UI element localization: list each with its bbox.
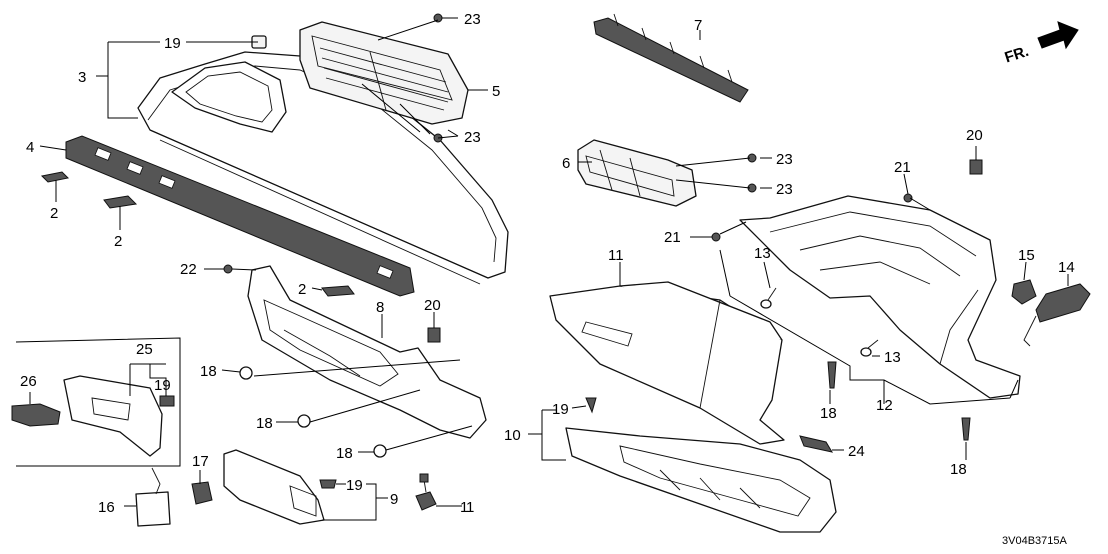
callout-23: 23: [776, 151, 793, 168]
lower-dash-panel: [247, 265, 487, 439]
switch-part: [799, 435, 834, 453]
center-air-vent: [299, 21, 469, 125]
callout-15: 15: [1018, 247, 1035, 264]
leader-lines: [29, 17, 1069, 521]
callout-19: 19: [346, 477, 363, 494]
callout-10: 10: [504, 427, 521, 444]
clip-20-parts: [427, 159, 983, 343]
callout-5: 5: [492, 83, 500, 100]
knee-panel: [223, 449, 325, 525]
callout-25: 25: [136, 341, 153, 358]
callout-21: 21: [664, 229, 681, 246]
front-direction-label: FR.: [1003, 43, 1031, 67]
callout-19: 19: [154, 377, 171, 394]
callout-19: 1: [460, 499, 468, 516]
fasteners: [223, 13, 971, 489]
damper-part: [1023, 283, 1091, 347]
callout-22: 22: [180, 261, 197, 278]
connector-part: [415, 473, 437, 511]
switch-17-part: [191, 481, 213, 505]
callout-13: 13: [754, 245, 771, 262]
callout-11: 11: [608, 247, 624, 264]
callout-23: 23: [776, 181, 793, 198]
callout-9: 9: [390, 491, 398, 508]
callout-2: 2: [114, 233, 122, 250]
callout-18: 18: [256, 415, 273, 432]
callout-3: 3: [78, 69, 86, 86]
defroster-grille: [593, 13, 749, 103]
callout-18: 18: [950, 461, 967, 478]
callout-4: 4: [26, 139, 34, 156]
callout-numbers: 1 2 2 2 3 4 5 6 7 8 9 10 11 12 13 13 14 …: [20, 11, 1075, 516]
callout-18: 18: [200, 363, 217, 380]
callout-18: 18: [336, 445, 353, 462]
glove-box-lower: [565, 427, 837, 533]
dashboard-upper-panel: [137, 35, 509, 285]
callout-2: 2: [50, 205, 58, 222]
glove-box: [549, 281, 785, 445]
callout-6: 6: [562, 155, 570, 172]
callout-24: 24: [848, 443, 865, 460]
callout-20: 20: [966, 127, 983, 144]
callout-19: 19: [552, 401, 569, 418]
callout-20: 20: [424, 297, 441, 314]
callout-23: 23: [464, 129, 481, 146]
inset-group: [11, 337, 181, 467]
callout-21: 21: [894, 159, 911, 176]
callout-7: 7: [694, 17, 702, 34]
callout-17: 17: [192, 453, 209, 470]
callout-16: 16: [98, 499, 115, 516]
callout-labels: 1: [460, 499, 468, 516]
bumper-stops: [760, 287, 879, 357]
latch-part: [1011, 279, 1037, 305]
front-direction-arrow: [1037, 21, 1079, 50]
callout-18: 18: [820, 405, 837, 422]
clip-parts: [40, 171, 355, 297]
callout-13: 13: [884, 349, 901, 366]
callout-12: 12: [876, 397, 893, 414]
callout-23: 23: [464, 11, 481, 28]
diagram-code: 3V04B3715A: [1002, 535, 1067, 547]
dashboard-grille: [65, 135, 415, 297]
side-air-vent: [577, 139, 697, 207]
glove-box-frame: [739, 195, 1021, 399]
callout-26: 26: [20, 373, 37, 390]
callout-8: 8: [376, 299, 384, 316]
callout-2: 2: [298, 281, 306, 298]
pad-16-part: [135, 467, 171, 527]
callout-1: 1: [466, 499, 474, 516]
callout-19: 19: [164, 35, 181, 52]
callout-14: 14: [1058, 259, 1075, 276]
